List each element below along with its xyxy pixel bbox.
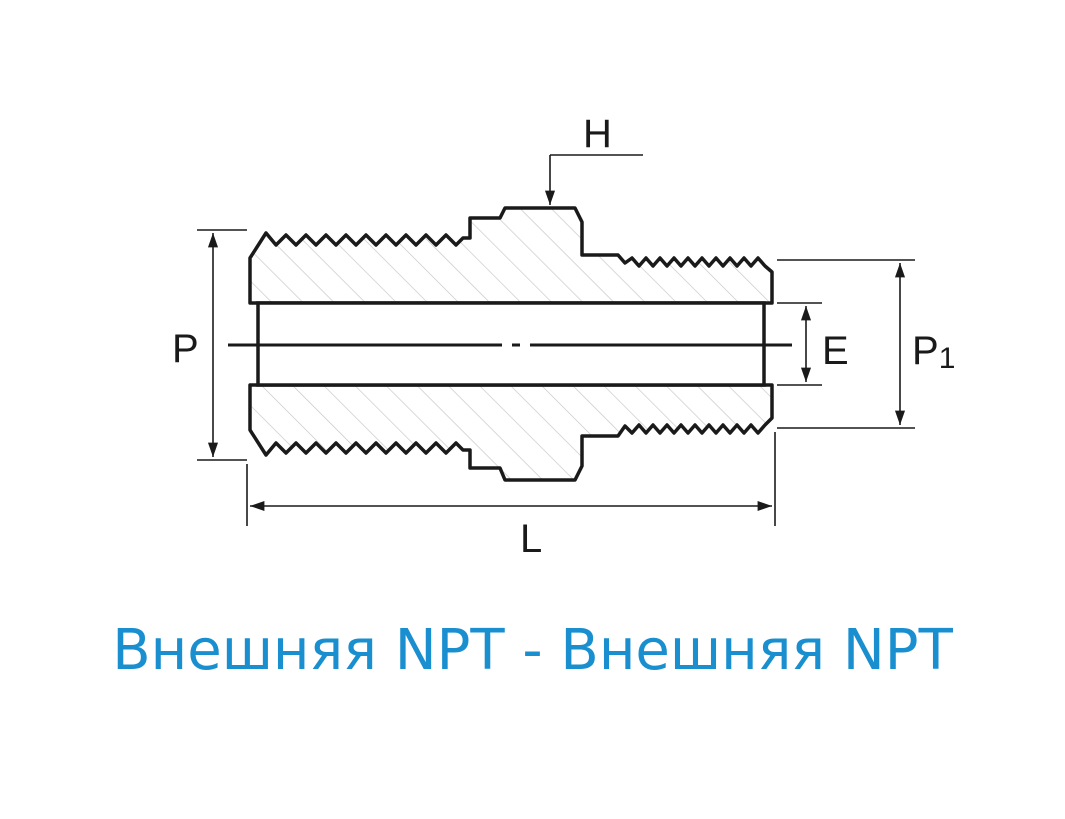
l-label: L (520, 517, 542, 561)
e-label: E (822, 329, 849, 373)
p-label: P (172, 327, 199, 371)
h-label: H (583, 112, 612, 156)
lower-wall-section (248, 383, 774, 482)
diagram-caption: Внешняя NPT - Внешняя NPT (112, 618, 953, 683)
p1-subscript: 1 (939, 342, 956, 375)
upper-wall-section (248, 206, 774, 305)
p1-label: P1 (912, 329, 955, 375)
